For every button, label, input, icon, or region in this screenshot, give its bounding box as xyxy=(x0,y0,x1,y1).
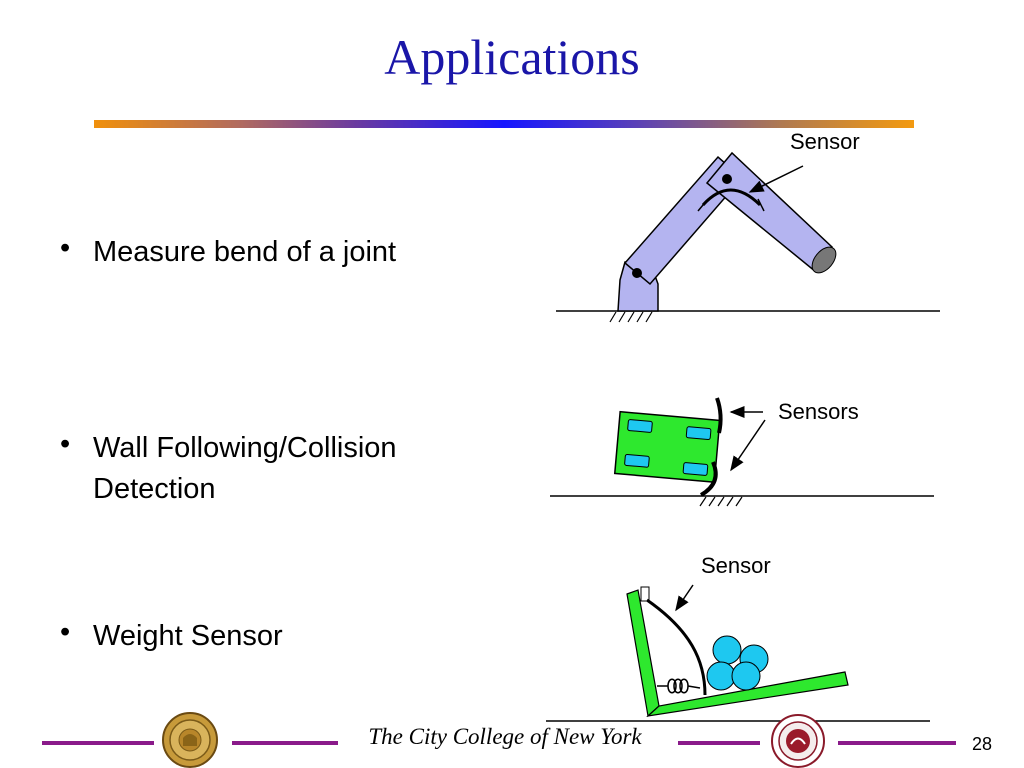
robot xyxy=(613,410,721,483)
base-pivot xyxy=(632,268,642,278)
slide-title: Applications xyxy=(384,29,640,85)
bullet-marker: • xyxy=(60,232,71,264)
footer-rule-left-1 xyxy=(42,741,154,745)
bullet-text-line1: Wall Following/Collision xyxy=(93,432,397,464)
weight-ball xyxy=(706,661,736,691)
sensor-mount xyxy=(640,586,650,602)
footer-rule-right-2 xyxy=(838,741,956,745)
weight-flex-sensor xyxy=(646,598,707,696)
footer-rule-left-2 xyxy=(232,741,338,745)
wall-sensors-label: Sensors xyxy=(778,399,859,424)
ground-hatch xyxy=(609,311,653,323)
spring xyxy=(667,678,689,694)
bullet-text: Measure bend of a joint xyxy=(93,236,397,268)
weight-sensor-label: Sensor xyxy=(701,553,771,578)
tray-floor xyxy=(646,671,849,717)
robot-wheel xyxy=(627,419,653,433)
spring-lead-right xyxy=(687,685,701,689)
title-divider xyxy=(94,120,914,128)
bullet-marker: • xyxy=(60,428,71,460)
robot-wheel xyxy=(682,462,709,476)
weight-ball xyxy=(712,635,742,665)
arm-end-cap xyxy=(811,246,837,274)
arm-upper-segment xyxy=(705,151,833,274)
upper-whisker-sensor xyxy=(715,397,723,434)
bullet-text-line2: Detection xyxy=(93,473,216,505)
wall-diagram: Sensors xyxy=(550,397,934,507)
weight-sensor-arrow xyxy=(675,584,694,612)
weight-diagram: Sensor xyxy=(546,553,930,722)
lab-seal-logo xyxy=(771,714,825,768)
page-number: 28 xyxy=(972,734,993,754)
footer-rule-right-1 xyxy=(678,741,760,745)
bullet-marker: • xyxy=(60,616,71,648)
ccny-seal-logo xyxy=(162,712,218,768)
wall-hatch xyxy=(699,496,743,507)
joint-sensor-arrow xyxy=(748,165,804,193)
lower-whisker-sensor xyxy=(699,461,718,497)
robot-wheel xyxy=(624,453,650,468)
sensor-tick-right xyxy=(757,198,765,212)
robot-wheel xyxy=(685,426,712,440)
sensor-tick-left xyxy=(697,198,709,212)
elbow-pivot xyxy=(722,174,732,184)
joint-sensor-label: Sensor xyxy=(790,129,860,154)
wall-sensor-arrow-lower xyxy=(730,419,766,472)
bullet-text: Weight Sensor xyxy=(93,620,283,652)
joint-diagram: Sensor xyxy=(556,129,940,323)
weight-ball xyxy=(731,661,761,691)
footer-institution: The City College of New York xyxy=(368,724,642,749)
tray-wall xyxy=(626,589,660,718)
